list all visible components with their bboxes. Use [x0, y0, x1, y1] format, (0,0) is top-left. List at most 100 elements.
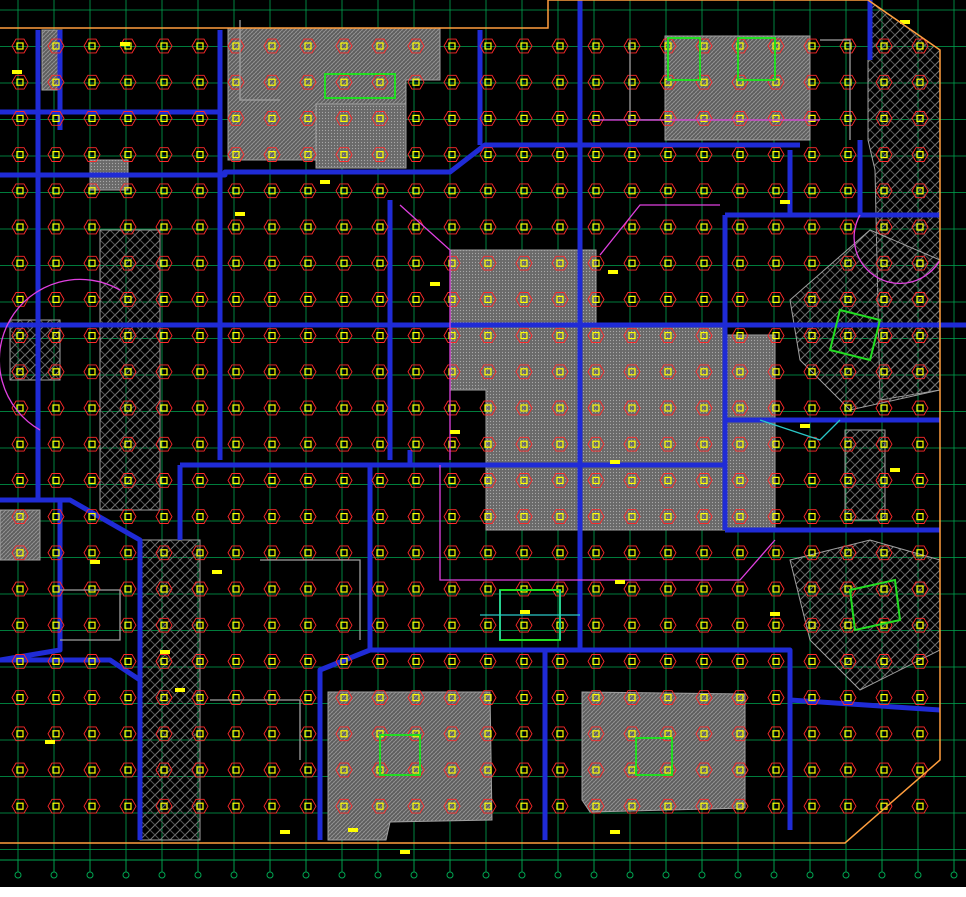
- column-cap: [443, 400, 461, 416]
- column-cap: [695, 762, 713, 778]
- column: [376, 114, 384, 123]
- column: [16, 42, 24, 50]
- column-cap: [479, 292, 497, 307]
- column: [628, 585, 636, 593]
- axis-bubble: [482, 871, 490, 879]
- column: [160, 368, 168, 376]
- column-cap: [515, 255, 533, 271]
- column-cap: [911, 364, 929, 380]
- column-cap: [11, 436, 29, 452]
- column-cap: [659, 255, 677, 271]
- column: [736, 585, 744, 593]
- column: [664, 259, 672, 267]
- column: [844, 549, 852, 557]
- column-cap: [299, 473, 317, 488]
- column-cap: [83, 473, 101, 488]
- column-cap: [155, 654, 173, 669]
- column-cap: [803, 364, 821, 380]
- column-cap: [587, 364, 605, 380]
- column-cap: [623, 183, 641, 199]
- column-cap: [119, 798, 137, 814]
- column: [412, 78, 420, 86]
- column-cap: [407, 400, 425, 416]
- column-cap: [695, 147, 713, 162]
- axis-bubble: [446, 871, 454, 879]
- column-cap: [839, 400, 857, 416]
- column-cap: [335, 436, 353, 452]
- column-cap: [479, 364, 497, 380]
- column: [592, 151, 600, 159]
- column: [88, 78, 96, 86]
- column: [556, 332, 564, 340]
- column-cap: [587, 509, 605, 524]
- label-mark: [320, 180, 330, 184]
- column: [880, 78, 888, 86]
- building-outline-layer: [0, 0, 941, 844]
- column: [880, 693, 888, 702]
- column: [628, 78, 636, 86]
- column: [304, 730, 312, 738]
- column-cap: [479, 436, 497, 452]
- column: [196, 512, 204, 521]
- column: [124, 404, 132, 412]
- column: [196, 295, 204, 303]
- column: [916, 223, 924, 231]
- column-cap: [659, 183, 677, 199]
- column-cap: [731, 654, 749, 669]
- column-cap: [407, 255, 425, 271]
- column: [736, 151, 744, 159]
- column-cap: [155, 183, 173, 199]
- column-cap: [695, 183, 713, 199]
- column: [376, 585, 384, 593]
- column: [556, 693, 564, 702]
- column: [232, 585, 240, 593]
- column-cap: [47, 545, 65, 561]
- hatch-region: [789, 539, 941, 691]
- column-cap: [587, 219, 605, 235]
- column-cap: [227, 436, 245, 452]
- column: [772, 295, 780, 303]
- column: [268, 151, 276, 159]
- column: [88, 766, 96, 774]
- column-cap: [551, 74, 569, 90]
- column: [520, 151, 528, 159]
- column: [160, 585, 168, 593]
- column-cap: [623, 38, 641, 54]
- column-cap: [335, 292, 353, 307]
- column: [376, 332, 384, 340]
- column: [448, 585, 456, 593]
- column-cap: [551, 364, 569, 380]
- column-cap: [299, 147, 317, 162]
- column-cap: [119, 617, 137, 633]
- label-mark: [280, 830, 290, 834]
- column: [772, 512, 780, 521]
- column: [484, 78, 492, 86]
- column-cap: [155, 726, 173, 742]
- column-cap: [659, 328, 677, 343]
- column-cap: [515, 400, 533, 416]
- column: [232, 332, 240, 340]
- column-cap: [731, 111, 749, 126]
- column: [52, 187, 60, 195]
- column-cap: [11, 545, 29, 561]
- column-cap: [803, 509, 821, 524]
- column: [52, 114, 60, 123]
- column: [664, 187, 672, 195]
- column: [232, 42, 240, 50]
- column-cap: [11, 400, 29, 416]
- column-cap: [407, 798, 425, 814]
- column-cap: [191, 364, 209, 380]
- column-cap: [479, 473, 497, 488]
- column: [592, 512, 600, 521]
- column-cap: [191, 509, 209, 524]
- column: [484, 42, 492, 50]
- column: [196, 151, 204, 159]
- column-cap: [803, 617, 821, 633]
- column-cap: [263, 473, 281, 488]
- column-cap: [515, 183, 533, 199]
- detail-line: [239, 20, 280, 101]
- column-cap: [11, 654, 29, 669]
- column: [268, 78, 276, 86]
